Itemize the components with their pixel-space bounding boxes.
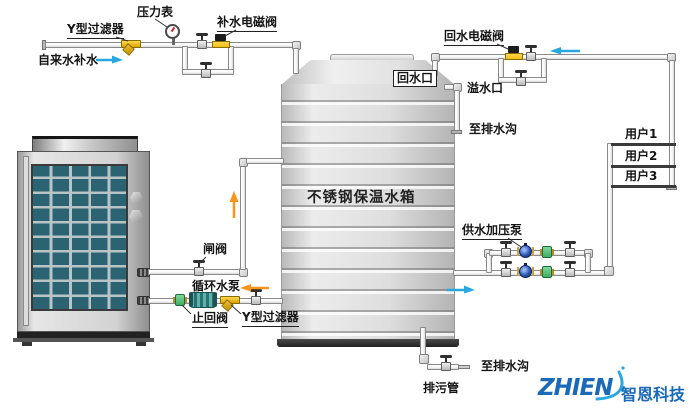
- label-tap-water: 自来水补水: [38, 53, 99, 67]
- pipe-reducer: [458, 365, 470, 369]
- label-drain-outlet: 至排水沟: [481, 359, 530, 373]
- flow-arrow-right-blue: [96, 55, 123, 64]
- pipe: [486, 253, 492, 273]
- check-valve-icon: [540, 246, 554, 258]
- gate-valve-icon: [249, 289, 263, 305]
- hex-knob-icon: [130, 192, 143, 204]
- booster-pump-icon: [517, 243, 534, 259]
- label-overflow-drain: 至排水沟: [469, 122, 518, 136]
- y-strainer-icon: [220, 296, 240, 313]
- label-y-strainer-bottom: Y型过滤器: [242, 310, 299, 327]
- pipe: [437, 54, 675, 60]
- gate-valve-icon: [514, 70, 528, 86]
- user-branch-line: [611, 143, 676, 146]
- gate-valve-icon: [439, 355, 453, 371]
- label-user-3: 用户3: [625, 169, 658, 183]
- gate-valve-icon: [499, 241, 513, 257]
- solenoid-valve-icon: [505, 46, 523, 60]
- pipe: [420, 327, 426, 357]
- gate-valve-icon: [192, 260, 206, 276]
- pipe-cap: [451, 130, 462, 134]
- gate-valve-icon: [199, 62, 213, 78]
- unit-base: [17, 332, 150, 339]
- logo-chinese-name: 智恩科技: [621, 385, 686, 404]
- tank-body: [281, 84, 455, 340]
- pipe-elbow: [604, 266, 614, 276]
- unit-foot: [22, 342, 32, 346]
- user-branch-line: [611, 185, 676, 188]
- label-overflow-port: 溢水口: [467, 81, 504, 95]
- evaporator-grille: [31, 164, 128, 311]
- pipe-elbow: [419, 354, 429, 364]
- pipe: [454, 90, 460, 132]
- label-circulation-pump: 循环水泵: [192, 279, 241, 293]
- label-check-valve: 止回阀: [192, 311, 229, 328]
- pressure-gauge-icon: [165, 24, 181, 45]
- supply-riser: [607, 143, 613, 273]
- label-return-port: 回水口: [393, 70, 438, 87]
- check-valve-icon: [540, 266, 554, 278]
- label-drain-pipe: 排污管: [423, 381, 460, 395]
- label-pressure-gauge: 压力表: [137, 5, 174, 19]
- tank-label: 不锈钢保温水箱: [307, 190, 416, 206]
- label-booster-pump: 供水加压泵: [462, 223, 523, 240]
- label-user-2: 用户2: [625, 149, 658, 163]
- gate-valve-icon: [563, 261, 577, 277]
- tank-base: [277, 339, 459, 347]
- label-user-1: 用户1: [625, 127, 658, 141]
- user-branch-line: [611, 165, 676, 168]
- label-y-strainer-top: Y型过滤器: [67, 22, 124, 39]
- gate-valve-icon: [499, 261, 513, 277]
- circulation-pump-icon: [189, 292, 217, 308]
- logo-wordmark: ZHIEN: [538, 375, 613, 401]
- unit-foot: [136, 342, 146, 346]
- fan-shroud: [32, 136, 138, 152]
- pipe: [246, 158, 284, 164]
- label-makeup-solenoid: 补水电磁阀: [217, 15, 278, 32]
- y-strainer-icon: [121, 40, 141, 57]
- gate-valve-icon: [195, 33, 209, 49]
- unit-base-plate: [13, 338, 154, 342]
- booster-pump-icon: [517, 263, 534, 279]
- gate-valve-icon: [524, 45, 538, 61]
- label-gate-valve: 闸阀: [203, 242, 228, 256]
- flow-arrow-up-orange: [229, 191, 239, 218]
- solenoid-valve-icon: [212, 34, 230, 48]
- pipe: [240, 162, 246, 270]
- hex-knob-icon: [129, 210, 143, 223]
- pipe: [585, 253, 591, 273]
- cabinet-trim: [23, 156, 29, 326]
- return-riser: [669, 60, 675, 188]
- check-valve-icon: [173, 294, 187, 306]
- pipe: [293, 48, 299, 74]
- label-return-solenoid: 回水电磁阀: [444, 29, 505, 46]
- gate-valve-icon: [563, 241, 577, 257]
